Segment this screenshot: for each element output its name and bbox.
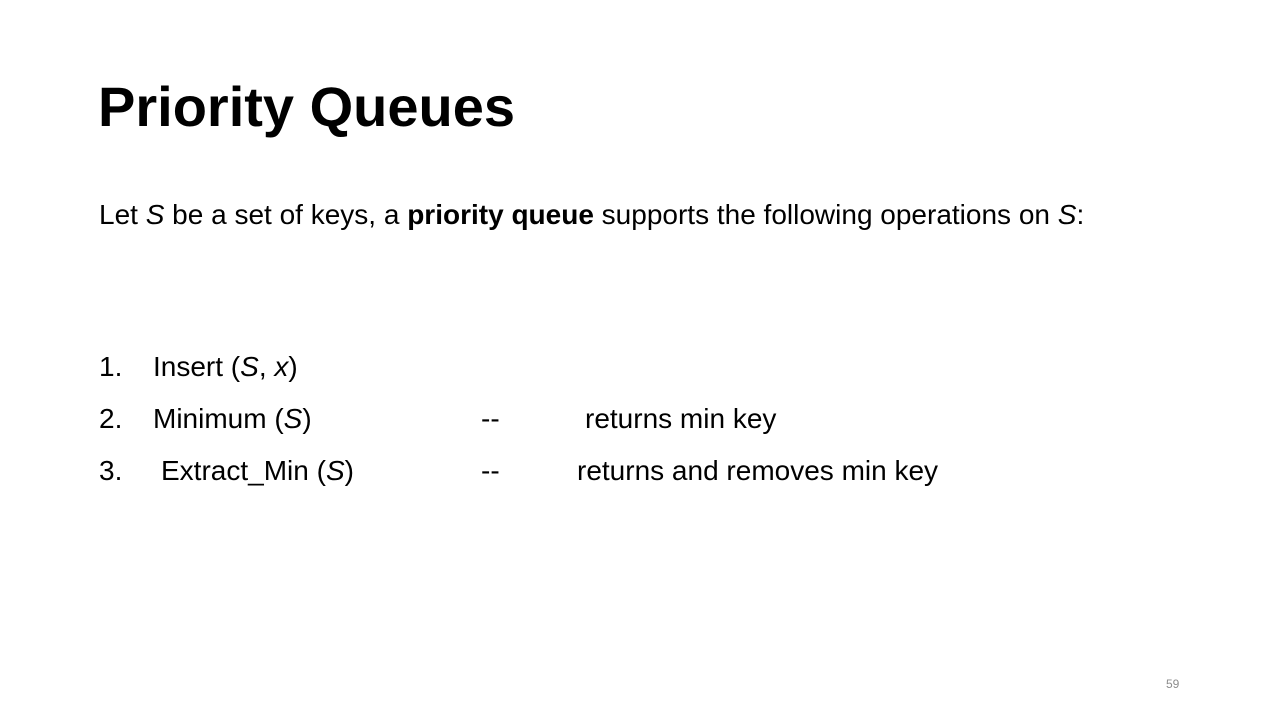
slide-title: Priority Queues (98, 75, 516, 138)
operation-arg: S (240, 351, 259, 382)
operation-name: Insert ( (153, 351, 241, 382)
operation-signature: Minimum (S) (153, 393, 312, 445)
operation-minimum: 2. Minimum (S) -- returns min key (99, 393, 1099, 445)
operation-arg: S (283, 403, 303, 434)
intro-text: Let (99, 199, 146, 230)
operation-extract-min: 3. Extract_Min (S) -- returns and remove… (99, 445, 1099, 497)
intro-text: supports the following operations on (593, 199, 1058, 230)
operation-description: returns and removes min key (577, 455, 939, 486)
operation-name: Minimum ( (153, 403, 284, 434)
operation-comma: , (258, 351, 275, 382)
list-number: 3. (99, 455, 123, 486)
operation-insert: 1. Insert (S, x) (99, 341, 1099, 393)
priority-queue-term: priority queue (407, 199, 594, 230)
operation-arg: S (325, 455, 345, 486)
operation-separator: -- (481, 455, 500, 486)
page-number: 59 (1166, 677, 1180, 691)
list-number: 1. (99, 351, 123, 382)
intro-paragraph: Let S be a set of keys, a priority queue… (99, 195, 1099, 235)
operation-close: ) (288, 351, 298, 382)
intro-text: : (1076, 199, 1085, 230)
operation-signature: Insert (S, x) (153, 341, 298, 393)
set-variable: S (1057, 199, 1077, 230)
list-number: 2. (99, 403, 123, 434)
operation-close: ) (302, 403, 312, 434)
operation-close: ) (344, 455, 354, 486)
intro-text: be a set of keys, a (164, 199, 408, 230)
operations-list: 1. Insert (S, x) 2. Minimum (S) -- retur… (99, 341, 1099, 497)
operation-signature: Extract_Min (S) (161, 445, 354, 497)
slide-body: Let S be a set of keys, a priority queue… (99, 195, 1099, 235)
set-variable: S (145, 199, 165, 230)
operation-description: returns min key (585, 403, 777, 434)
operation-name: Extract_Min ( (161, 455, 326, 486)
operation-separator: -- (481, 403, 500, 434)
operation-arg: x (274, 351, 289, 382)
